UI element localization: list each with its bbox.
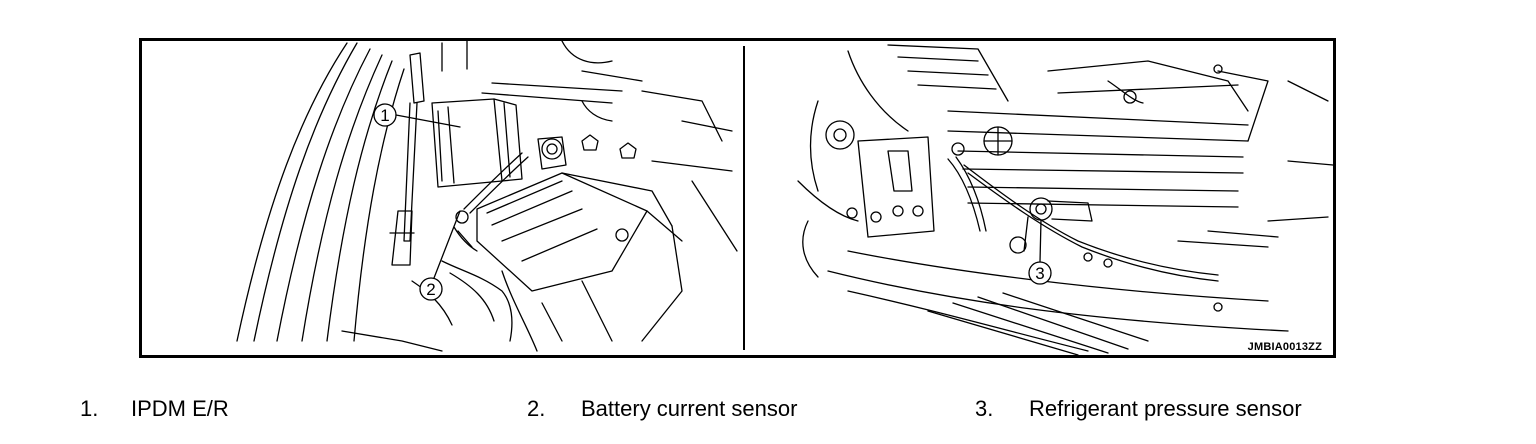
- figure-frame: [139, 38, 1336, 358]
- callout-2: 2: [426, 280, 435, 299]
- legend-number: 3.: [975, 396, 994, 421]
- figure-code: JMBIA0013ZZ: [1247, 341, 1322, 353]
- right-illustration: 3: [797, 44, 1333, 355]
- callout-3: 3: [1035, 264, 1044, 283]
- legend-number: 1.: [80, 396, 99, 421]
- left-illustration: 1 2: [236, 41, 738, 352]
- legend-label: IPDM E/R: [131, 396, 229, 421]
- legend-label: Refrigerant pressure sensor: [1029, 396, 1302, 421]
- legend-number: 2.: [527, 396, 546, 421]
- callout-1: 1: [380, 106, 389, 125]
- legend-label: Battery current sensor: [581, 396, 798, 421]
- panel-divider: [743, 46, 745, 350]
